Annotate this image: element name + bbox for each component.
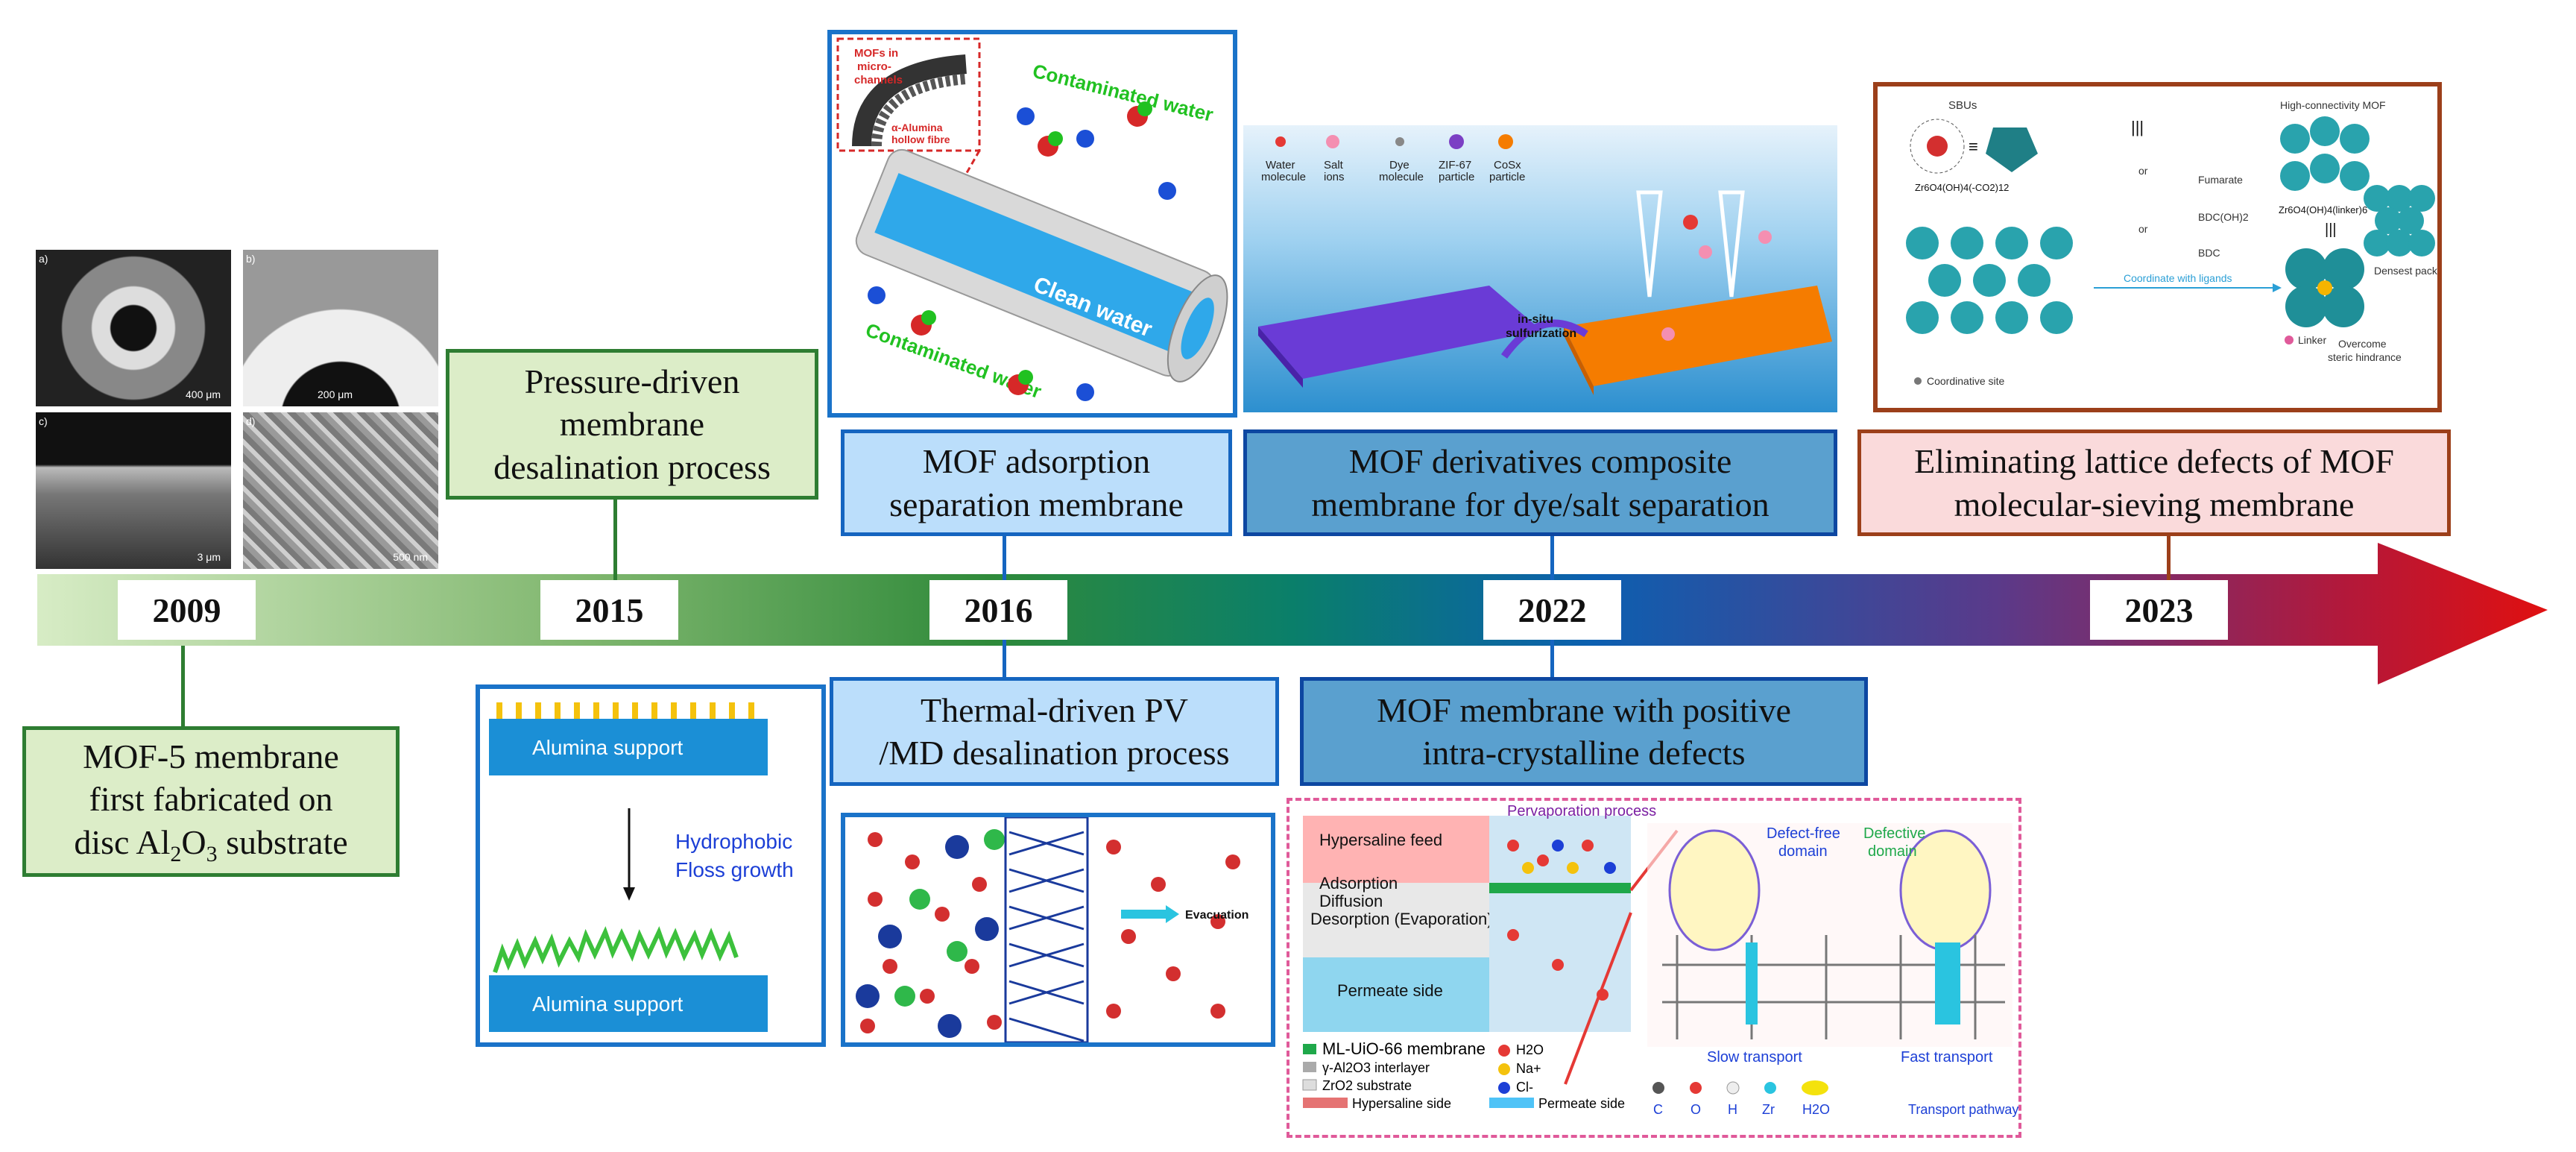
hollow-fibre-panel: MOFs in micro- channels α-Alumina hollow… — [827, 30, 1237, 418]
svg-text:Densest packing model: Densest packing model — [2374, 265, 2437, 277]
inset-label: MOFs in — [854, 47, 898, 60]
svg-text:≡: ≡ — [1969, 137, 1978, 156]
svg-text:ZrO2 substrate: ZrO2 substrate — [1322, 1078, 1412, 1093]
svg-text:γ-Al2O3 interlayer: γ-Al2O3 interlayer — [1322, 1060, 1430, 1075]
svg-text:particle: particle — [1439, 171, 1474, 183]
svg-text:molecule: molecule — [1261, 171, 1306, 183]
svg-text:H2O: H2O — [1802, 1102, 1830, 1117]
svg-text:Adsorption: Adsorption — [1319, 874, 1398, 893]
year-2023: 2023 — [2090, 580, 2228, 640]
sem-image-a: a) 400 μm — [36, 250, 231, 406]
svg-text:H2O: H2O — [1516, 1042, 1544, 1057]
milestone-2023: Eliminating lattice defects of MOF molec… — [1857, 429, 2451, 536]
svg-text:SBUs: SBUs — [1948, 99, 1977, 112]
connector-2016-top — [1003, 535, 1006, 580]
svg-text:BDC(OH)2: BDC(OH)2 — [2198, 211, 2249, 223]
dye-separation-panel: Water molecule Salt ions Dye molecule ZI… — [1243, 125, 1837, 412]
svg-text:Hydrophobic: Hydrophobic — [675, 830, 792, 853]
svg-text:Hypersaline side: Hypersaline side — [1352, 1096, 1451, 1111]
svg-text:domain: domain — [1778, 843, 1828, 860]
svg-text:ions: ions — [1324, 171, 1345, 183]
sbu-panel: SBUs ≡ Zr6O4(OH)4(-CO2)12 Coordinative s… — [1873, 82, 2442, 412]
svg-text:Diffusion: Diffusion — [1319, 892, 1383, 910]
svg-text:CoSx: CoSx — [1494, 159, 1521, 171]
svg-text:or: or — [2138, 223, 2148, 235]
milestone-2015: Pressure-driven membrane desalination pr… — [446, 349, 818, 500]
milestone-2016-thermal: Thermal-driven PV /MD desalination proce… — [830, 677, 1279, 786]
year-2015: 2015 — [540, 580, 678, 640]
timeline-arrow-shape — [37, 543, 2548, 684]
svg-text:Dye: Dye — [1389, 159, 1409, 171]
svg-text:Evacuation: Evacuation — [1185, 909, 1248, 922]
svg-text:domain: domain — [1868, 843, 1917, 860]
svg-text:Permeate side: Permeate side — [1538, 1096, 1625, 1111]
svg-text:channels: channels — [854, 74, 903, 86]
svg-text:hollow fibre: hollow fibre — [891, 133, 950, 145]
evacuation-panel: Evacuation — [841, 813, 1275, 1047]
pervaporation-panel: Hypersaline feed Adsorption Diffusion De… — [1287, 798, 2021, 1138]
svg-text:Fast transport: Fast transport — [1901, 1049, 1993, 1066]
connector-2023 — [2167, 535, 2171, 580]
connector-2022-top — [1550, 535, 1554, 580]
milestone-2022-defects: MOF membrane with positive intra-crystal… — [1300, 677, 1868, 786]
svg-text:Defect-free: Defect-free — [1767, 825, 1840, 842]
svg-text:Pervaporation process: Pervaporation process — [1507, 803, 1656, 819]
sem-image-grid: a) 400 μm b) 200 μm c) 3 μm d) 500 nm — [36, 250, 438, 569]
svg-text:Slow transport: Slow transport — [1707, 1049, 1802, 1066]
svg-text:sulfurization: sulfurization — [1506, 327, 1576, 340]
svg-text:steric hindrance: steric hindrance — [2328, 351, 2402, 363]
svg-text:Floss growth: Floss growth — [675, 858, 794, 881]
year-2022: 2022 — [1483, 580, 1621, 640]
svg-text:α-Alumina: α-Alumina — [891, 122, 943, 133]
svg-text:Alumina support: Alumina support — [532, 992, 684, 1016]
svg-text:Coordinative site: Coordinative site — [1927, 375, 2004, 387]
svg-text:|||: ||| — [2325, 221, 2337, 238]
svg-text:O: O — [1690, 1102, 1701, 1117]
sem-image-c: c) 3 μm — [36, 412, 231, 569]
svg-text:Fumarate: Fumarate — [2198, 174, 2243, 186]
svg-text:Zr6O4(OH)4(-CO2)12: Zr6O4(OH)4(-CO2)12 — [1915, 182, 2009, 193]
sem-image-b: b) 200 μm — [243, 250, 438, 406]
svg-text:Na+: Na+ — [1516, 1061, 1541, 1076]
svg-text:ML-UiO-66 membrane: ML-UiO-66 membrane — [1322, 1039, 1486, 1058]
svg-text:Cl-: Cl- — [1516, 1080, 1533, 1095]
svg-text:Defective: Defective — [1863, 825, 1925, 842]
svg-text:BDC: BDC — [2198, 247, 2220, 259]
svg-text:Zr6O4(OH)4(linker)6: Zr6O4(OH)4(linker)6 — [2279, 204, 2367, 215]
milestone-2009: MOF-5 membrane first fabricated on disc … — [22, 726, 400, 877]
svg-text:H: H — [1728, 1102, 1737, 1117]
svg-text:Contaminated water: Contaminated water — [1030, 60, 1215, 126]
svg-text:ZIF-67: ZIF-67 — [1439, 159, 1471, 171]
svg-text:Permeate side: Permeate side — [1337, 981, 1443, 1000]
svg-text:particle: particle — [1489, 171, 1525, 183]
svg-text:Water: Water — [1266, 159, 1295, 171]
connector-2015 — [613, 498, 617, 580]
svg-text:Alumina support: Alumina support — [532, 736, 684, 759]
svg-text:Zr: Zr — [1762, 1102, 1775, 1117]
year-2009: 2009 — [118, 580, 256, 640]
svg-text:C: C — [1653, 1102, 1663, 1117]
connector-2009 — [181, 646, 185, 728]
svg-text:molecule: molecule — [1379, 171, 1424, 183]
svg-text:Salt: Salt — [1324, 159, 1344, 171]
svg-text:Transport pathway: Transport pathway — [1908, 1102, 2018, 1117]
connector-2022-bottom — [1550, 640, 1554, 677]
svg-text:High-connectivity MOF: High-connectivity MOF — [2280, 99, 2386, 111]
svg-text:Overcome: Overcome — [2338, 338, 2387, 350]
milestone-2022-derivatives: MOF derivatives composite membrane for d… — [1243, 429, 1837, 536]
milestone-2016-adsorption: MOF adsorption separation membrane — [841, 429, 1232, 536]
connector-2016-bottom — [1003, 640, 1006, 677]
svg-text:micro-: micro- — [857, 60, 891, 73]
svg-text:in-situ: in-situ — [1518, 313, 1553, 326]
svg-text:|||: ||| — [2131, 118, 2144, 136]
sem-image-d: d) 500 nm — [243, 412, 438, 569]
svg-text:or: or — [2138, 165, 2148, 177]
svg-text:Hypersaline feed: Hypersaline feed — [1319, 831, 1442, 849]
svg-text:Desorption (Evaporation): Desorption (Evaporation) — [1310, 910, 1493, 928]
svg-text:Linker: Linker — [2298, 334, 2326, 346]
svg-text:Coordinate with ligands: Coordinate with ligands — [2124, 272, 2232, 284]
year-2016: 2016 — [929, 580, 1067, 640]
floss-growth-panel: Alumina support Hydrophobic Floss growth… — [476, 684, 826, 1047]
